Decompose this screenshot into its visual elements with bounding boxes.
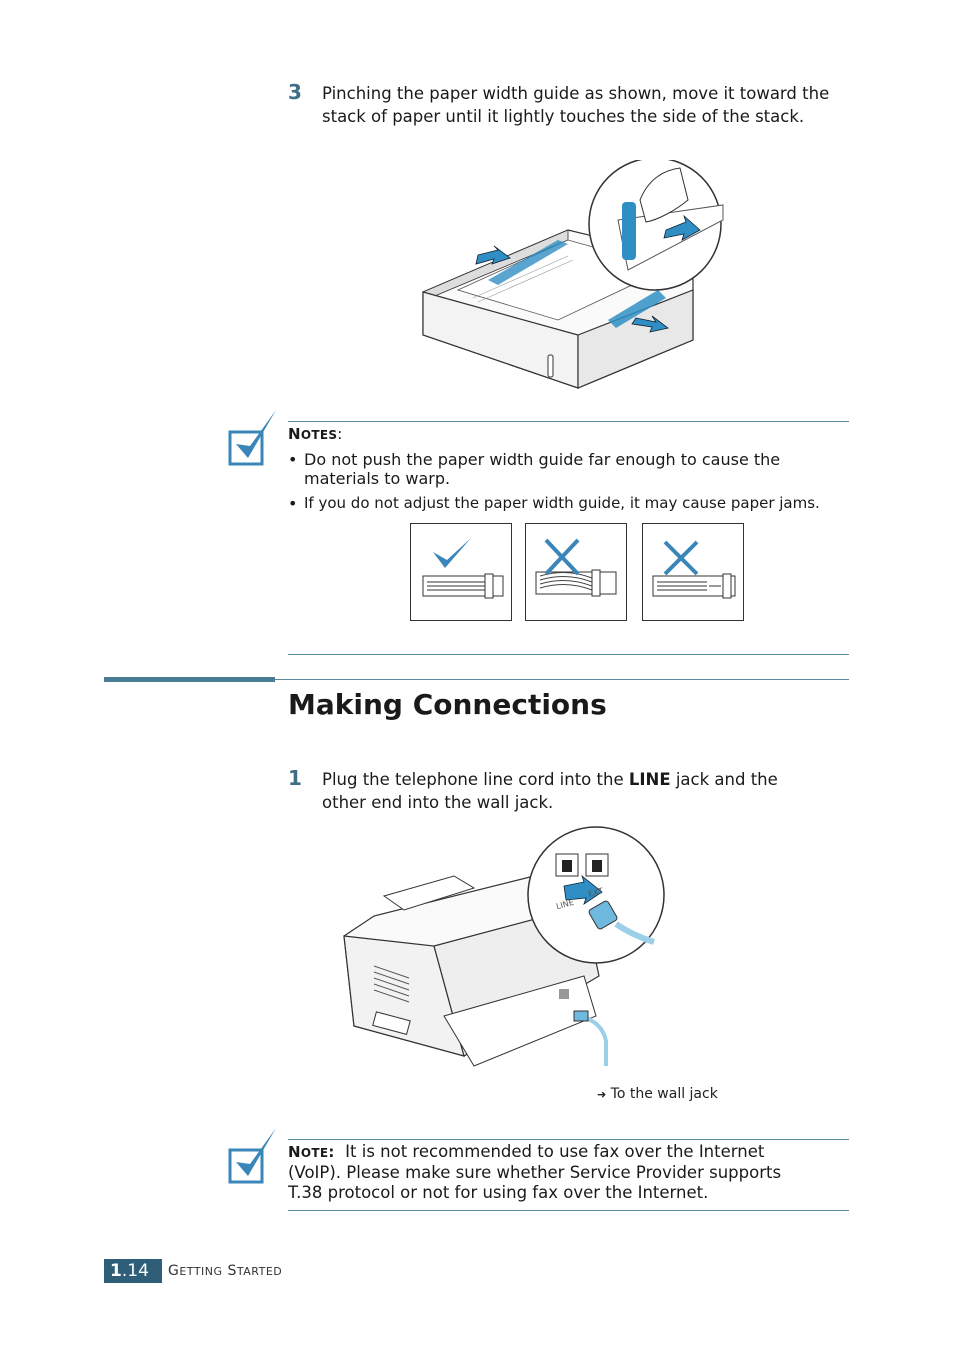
note-line: (VoIP). Please make sure whether Service… [288, 1163, 782, 1182]
notes-title: NOTES: [288, 425, 343, 443]
notes-bullet: • [288, 450, 297, 469]
notes-title-initial: N [288, 425, 301, 443]
chapter-title-part: ETTING [179, 1265, 223, 1278]
chapter-title-part: S [227, 1263, 237, 1279]
page-number-badge: 1.14 [104, 1259, 162, 1283]
check-note-icon [228, 410, 276, 466]
notes-bullet-line: Do not push the paper width guide far en… [304, 450, 781, 469]
step-text-segment: jack and the [670, 770, 778, 789]
step-text: Plug the telephone line cord into the LI… [322, 768, 778, 814]
check-note-icon [228, 1128, 276, 1184]
printer-connection-illustration [343, 826, 665, 1067]
wall-jack-caption: ➜ To the wall jack [597, 1086, 718, 1102]
step-text-line: other end into the wall jack. [322, 793, 554, 812]
notes-bullet: • [288, 494, 297, 513]
step-number: 3 [288, 80, 302, 104]
chapter-title-part: G [168, 1263, 180, 1279]
step-text-line: stack of paper until it lightly touches … [322, 107, 805, 126]
thumb-warped-graphic [535, 538, 617, 597]
checkmark-icon [433, 538, 471, 568]
thumb-correct-graphic [422, 538, 504, 599]
thumb-warped [525, 523, 627, 621]
thumb-correct [410, 523, 512, 621]
note-bottom-rule [288, 1210, 849, 1211]
step-text-line: Pinching the paper width guide as shown,… [322, 84, 830, 103]
notes-top-rule [288, 421, 849, 422]
note-line: T.38 protocol or not for using fax over … [288, 1183, 709, 1202]
notes-title-rest: OTES [300, 428, 338, 442]
section-bar [104, 677, 275, 682]
step-text-line: Plug the telephone line cord into the LI… [322, 768, 778, 791]
notes-bullet-text: Do not push the paper width guide far en… [304, 450, 780, 488]
note-title-colon: : [328, 1143, 335, 1161]
step-number: 1 [288, 766, 302, 790]
notes-bullet-line: materials to warp. [304, 469, 451, 488]
section-title: Making Connections [288, 688, 607, 721]
step-text: Pinching the paper width guide as shown,… [322, 82, 829, 128]
page-number: .14 [121, 1261, 149, 1281]
note-body: NOTE: It is not recommended to use fax o… [288, 1142, 848, 1203]
note-text: It is not recommended to use fax over th… [345, 1142, 765, 1161]
notes-title-colon: : [337, 425, 343, 443]
note-title-rest: OTE [300, 1146, 329, 1160]
thumb-loose-graphic [652, 540, 736, 599]
arrow-right-icon: ➜ [597, 1088, 607, 1101]
section-rule [275, 679, 849, 680]
note-title-initial: N [288, 1143, 301, 1161]
notes-bullet-text: If you do not adjust the paper width gui… [304, 494, 820, 513]
note-line: NOTE: It is not recommended to use fax o… [288, 1142, 848, 1163]
note-title: NOTE: [288, 1143, 335, 1161]
bullet-glyph: • [288, 450, 298, 469]
chapter-title-part: TARTED [236, 1265, 283, 1278]
thumb-loose [642, 523, 744, 621]
line-jack-label: LINE [628, 770, 671, 789]
bullet-glyph: • [288, 494, 298, 513]
notes-bottom-rule [288, 654, 849, 655]
paper-tray-illustration [422, 160, 724, 389]
chapter-title: GETTING STARTED [168, 1263, 282, 1279]
wall-jack-caption-text: To the wall jack [610, 1086, 718, 1102]
notes-bullet-line: If you do not adjust the paper width gui… [304, 494, 820, 512]
step-text-segment: Plug the telephone line cord into the [322, 770, 629, 789]
note-top-rule [288, 1139, 849, 1140]
chapter-number: 1 [110, 1261, 122, 1281]
